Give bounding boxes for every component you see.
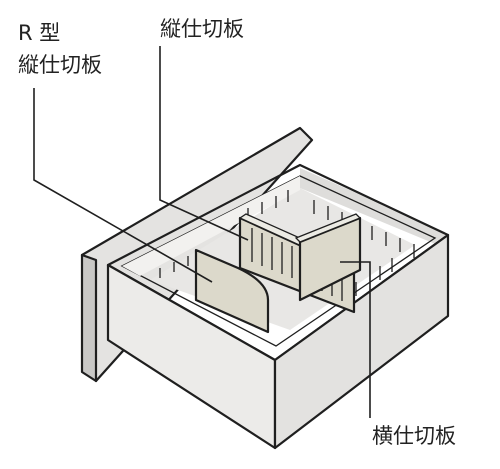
label-vertical-divider: 縦仕切板 [160,17,244,41]
leader-r-type [33,88,213,283]
label-r-type-line2: 縦仕切板 [18,53,102,77]
r-type-divider-panel [194,248,270,334]
drawer-back-wall [300,168,445,248]
horizontal-divider-top [294,213,362,243]
label-r-type: R 型 [18,21,60,45]
label-horizontal-divider: 横仕切板 [372,424,456,448]
leader-lines [33,46,371,418]
leader-vertical-divider [159,46,249,241]
drawer-left-inner-wall [122,176,300,276]
horizontal-divider-panel [294,213,362,302]
front-panel-edge [80,253,98,383]
r-type-divider-face [194,248,270,334]
leader-horizontal-divider [340,261,371,418]
drawer-side-face [273,233,450,450]
drawer-box [106,163,450,450]
